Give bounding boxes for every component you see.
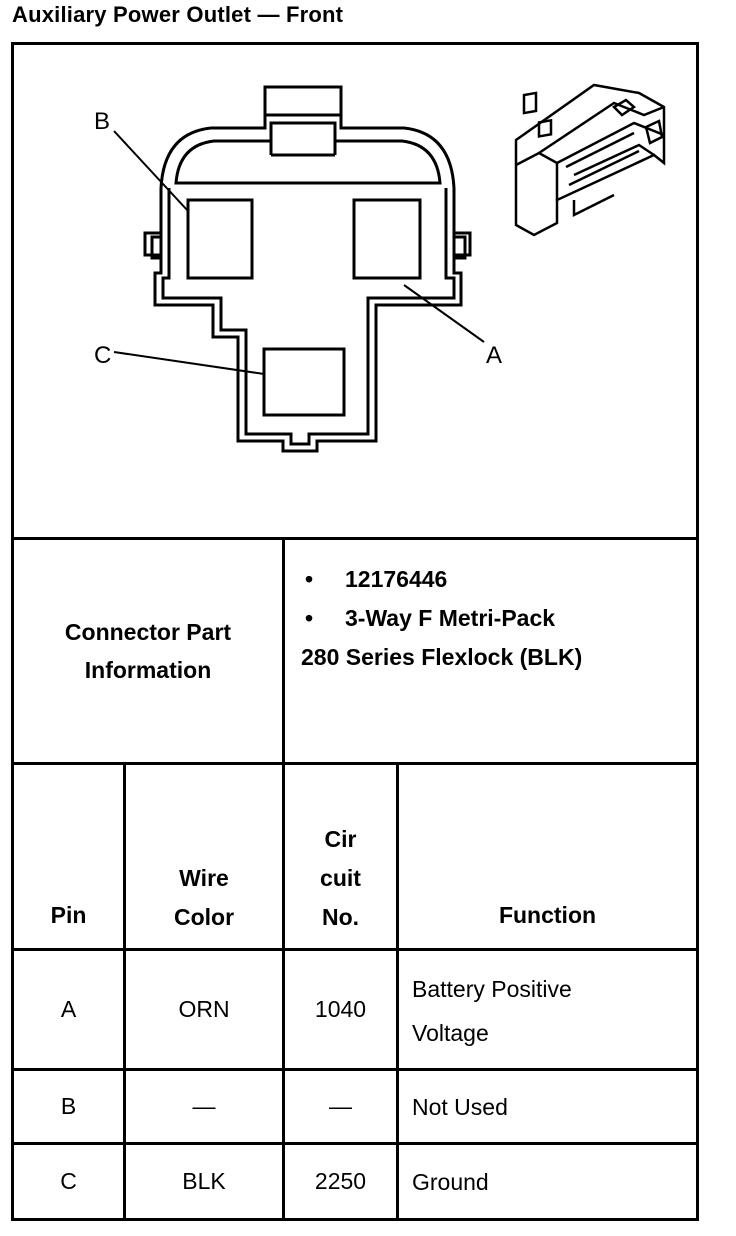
callout-b: B <box>94 108 110 135</box>
row-a-function: Battery Positive Voltage <box>412 967 572 1055</box>
divider <box>14 1068 696 1071</box>
divider <box>282 762 285 1218</box>
bullet: • <box>305 566 314 592</box>
page-title: Auxiliary Power Outlet — Front <box>12 2 344 27</box>
cavity-c <box>262 347 346 417</box>
bullet: • <box>305 605 314 631</box>
row-b-wire: — <box>192 1093 216 1119</box>
row-a-function-line1: Battery Positive <box>412 976 572 1002</box>
connector-part-label-line1: Connector Part <box>64 619 232 645</box>
header-circuit-line1: Cir <box>324 826 357 852</box>
connector-frame: B A C Connector Part Information • 12176… <box>11 42 699 1221</box>
divider <box>14 948 696 951</box>
cavity-a <box>352 198 422 280</box>
part-number: 12176446 <box>345 566 448 592</box>
callout-c: C <box>94 342 111 369</box>
divider <box>396 762 399 1218</box>
header-circuit-line3: No. <box>321 904 360 930</box>
header-function: Function <box>498 901 597 928</box>
row-a-circuit: 1040 <box>314 996 367 1022</box>
row-a-wire: ORN <box>178 996 230 1022</box>
row-b-circuit: — <box>329 1093 352 1119</box>
header-pin: Pin <box>50 901 87 928</box>
connector-face-outline <box>150 188 467 453</box>
row-b-pin: B <box>60 1093 77 1119</box>
part-description-line1: 3-Way F Metri-Pack <box>345 605 556 631</box>
divider <box>282 537 285 762</box>
header-circuit-line2: cuit <box>320 865 361 891</box>
header-wire-color: Wire Color <box>126 855 282 940</box>
divider <box>14 1142 696 1145</box>
row-b-function: Not Used <box>412 1094 508 1120</box>
connector-part-details: • 12176446 • 3-Way F Metri-Pack 280 Seri… <box>301 560 582 677</box>
divider <box>123 762 126 1218</box>
list-item: • 12176446 <box>301 560 582 599</box>
divider <box>14 537 696 540</box>
row-c-circuit: 2250 <box>314 1168 367 1194</box>
row-c-function: Ground <box>412 1169 489 1195</box>
connector-iso-view <box>514 83 666 237</box>
header-circuit-no: Cir cuit No. <box>285 817 396 940</box>
row-a-function-line2: Voltage <box>412 1020 489 1046</box>
divider <box>14 762 696 765</box>
part-description-line2: 280 Series Flexlock (BLK) <box>301 644 583 670</box>
row-a-pin: A <box>60 996 77 1022</box>
connector-part-label: Connector Part Information <box>14 540 282 762</box>
cavity-b <box>186 198 254 280</box>
connector-diagram: B A C <box>94 83 666 453</box>
connector-part-label-line2: Information <box>84 657 212 683</box>
header-wire-line1: Wire <box>179 864 229 891</box>
callout-a: A <box>486 342 502 369</box>
row-c-wire: BLK <box>182 1168 226 1194</box>
header-wire-line2: Color <box>173 903 235 930</box>
list-item: • 3-Way F Metri-Pack <box>301 599 582 638</box>
row-c-pin: C <box>60 1168 77 1194</box>
